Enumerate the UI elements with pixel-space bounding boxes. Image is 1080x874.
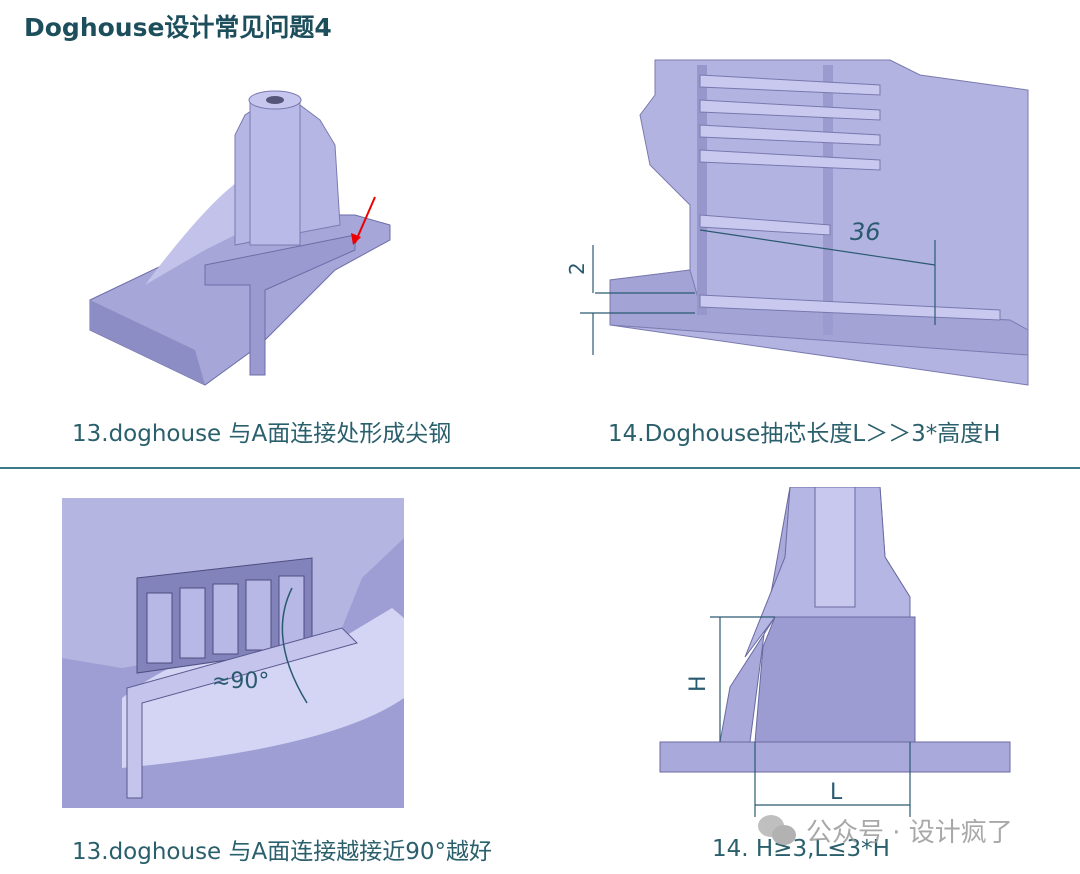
dimension-l: L [830, 780, 843, 805]
wechat-icon [758, 814, 798, 847]
caption-13-sharp-steel: 13.doghouse 与A面连接处形成尖钢 [72, 421, 452, 447]
cad-image-90-degree-connection: ≈90° [62, 498, 404, 808]
page-title: Doghouse设计常见问题4 [24, 13, 332, 42]
caption-14-core-pull: 14.Doghouse抽芯长度L＞＞3*高度H [608, 421, 1001, 447]
angle-label: ≈90° [212, 669, 269, 694]
section-divider [0, 467, 1080, 469]
dimension-36: 36 [850, 218, 881, 246]
cad-image-core-pull-length: 36 2 [565, 59, 1029, 386]
caption-13-90-degree: 13.doghouse 与A面连接越接近90°越好 [72, 839, 493, 865]
watermark: 公众号 · 设计疯了 [758, 812, 1013, 849]
cad-image-doghouse-sharp-steel [89, 90, 391, 386]
caption-14-h-l: 14. H≥3,L≤3*H [712, 836, 890, 862]
watermark-text: 公众号 · 设计疯了 [806, 818, 1013, 848]
dimension-2: 2 [565, 262, 589, 275]
dimension-h: H [686, 675, 711, 692]
cad-image-h-l-ratio: H L [659, 487, 1011, 817]
